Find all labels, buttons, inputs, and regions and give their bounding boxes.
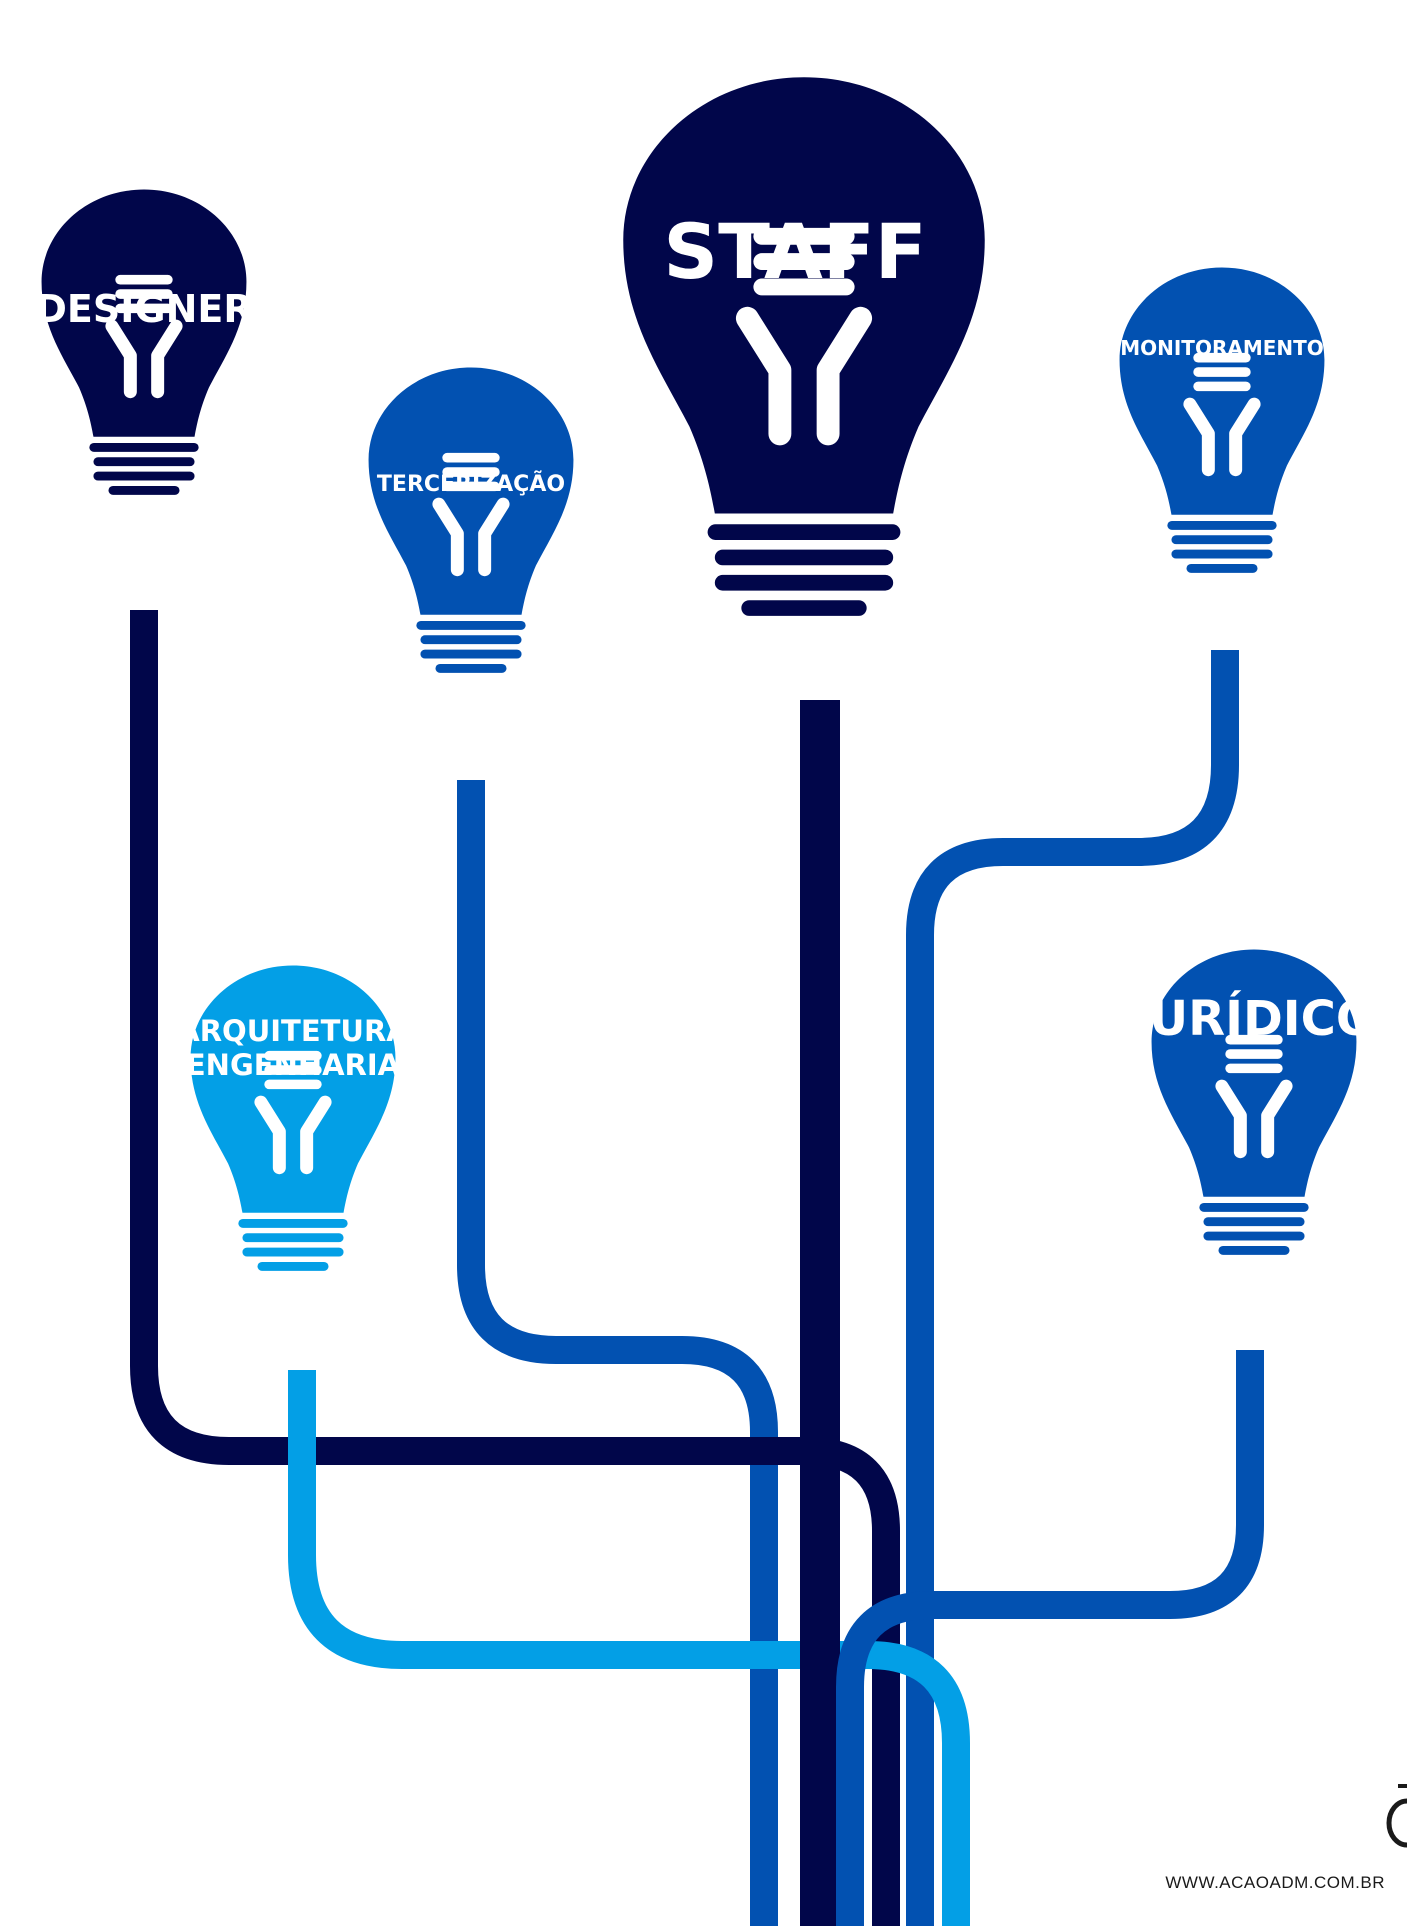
bulb-label-designer: DESIGNER <box>35 287 252 331</box>
bulb-staff <box>623 77 985 616</box>
wire-tercerizacao <box>457 780 778 1926</box>
bulb-label-juridico: JURÍDICO <box>1128 990 1376 1047</box>
wire-monitoramento <box>906 650 1239 1926</box>
wire-designer <box>130 610 900 1926</box>
bulb-designer <box>41 189 247 495</box>
bulb-label-engenharia: ENGENHARIA <box>186 1048 401 1082</box>
bulb-label-staff: STAFF <box>663 207 926 296</box>
bulb-label-tercerizacao: TERCERIZAÇÃO <box>377 471 565 497</box>
bulb-monitoramento <box>1119 267 1325 573</box>
wire-arquitetura <box>288 1370 970 1926</box>
wires <box>130 610 1264 1926</box>
bulb-arquitetura <box>190 965 396 1271</box>
website-url[interactable]: WWW.ACAOADM.COM.BR <box>1165 1873 1385 1892</box>
bulb-label-arquitetura: ARQUITETURA <box>177 1014 409 1048</box>
bulb-label-monitoramento: MONITORAMENTO <box>1120 336 1324 360</box>
logo-mark <box>1386 1784 1407 1848</box>
wire-juridico <box>836 1350 1264 1926</box>
bulb-tercerizacao <box>368 367 574 673</box>
